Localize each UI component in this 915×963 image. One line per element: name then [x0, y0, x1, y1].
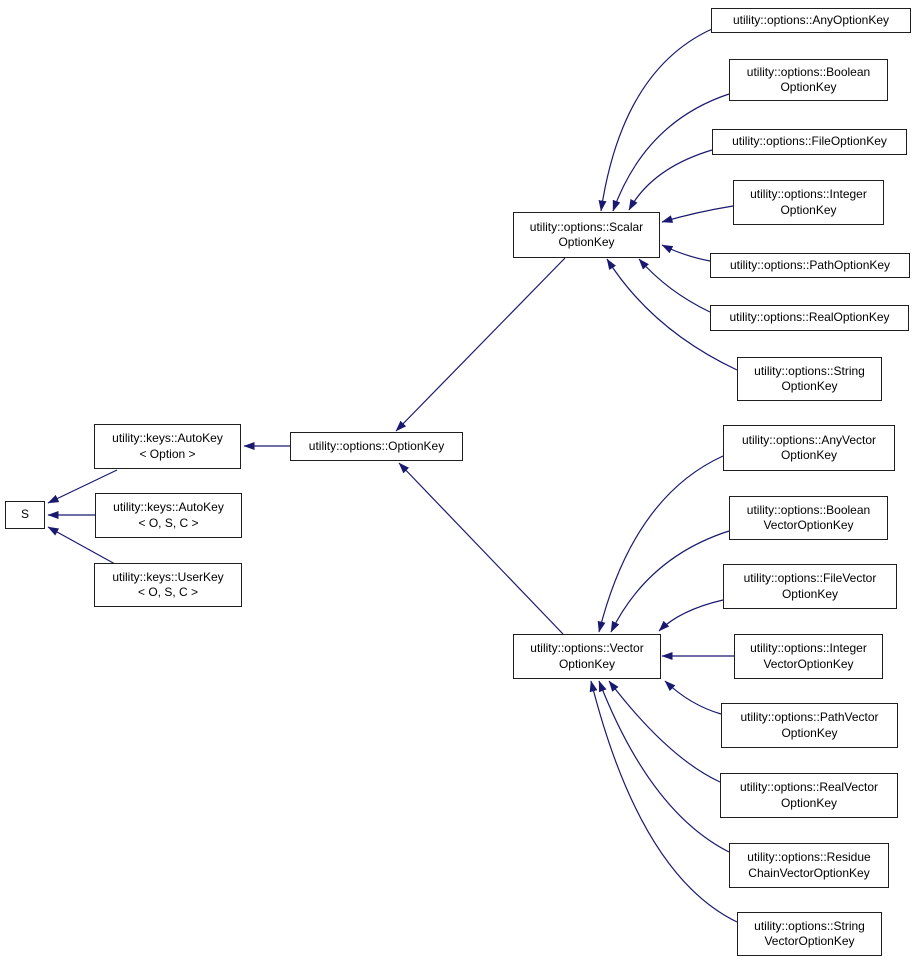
edge-real-to-scalar — [638, 258, 711, 313]
node-file-optionkey[interactable]: utility::options::FileOptionKey — [712, 129, 907, 155]
node-optionkey[interactable]: utility::options::OptionKey — [290, 432, 463, 461]
edge-file-to-scalar — [628, 149, 713, 211]
edge-string-vector-to-vector — [589, 680, 738, 923]
edge-path-to-scalar — [661, 244, 711, 262]
edge-residue-chain-vector-to-vector — [598, 680, 730, 853]
edge-vector-to-optionkey — [398, 462, 564, 635]
edge-userkey-osc-to-s — [47, 526, 116, 565]
edge-path-vector-to-vector — [664, 680, 722, 715]
node-boolean-vector-optionkey[interactable]: utility::options::Boolean VectorOptionKe… — [729, 496, 888, 540]
edge-boolean-to-scalar — [612, 93, 730, 212]
node-file-vector-optionkey[interactable]: utility::options::FileVector OptionKey — [723, 564, 897, 609]
node-string-optionkey[interactable]: utility::options::String OptionKey — [737, 357, 882, 401]
node-autokey-osc[interactable]: utility::keys::AutoKey < O, S, C > — [95, 493, 242, 538]
node-path-vector-optionkey[interactable]: utility::options::PathVector OptionKey — [721, 703, 898, 748]
node-scalar-optionkey[interactable]: utility::options::Scalar OptionKey — [513, 212, 660, 258]
node-integer-optionkey[interactable]: utility::options::Integer OptionKey — [733, 180, 884, 225]
node-s[interactable]: S — [5, 501, 45, 529]
node-any-vector-optionkey[interactable]: utility::options::AnyVector OptionKey — [723, 425, 895, 471]
node-autokey-option[interactable]: utility::keys::AutoKey < Option > — [94, 424, 241, 469]
node-userkey-osc[interactable]: utility::keys::UserKey < O, S, C > — [94, 563, 242, 607]
node-path-optionkey[interactable]: utility::options::PathOptionKey — [710, 253, 910, 278]
node-string-vector-optionkey[interactable]: utility::options::String VectorOptionKey — [737, 912, 882, 956]
edge-real-vector-to-vector — [608, 680, 721, 783]
edge-integer-to-scalar — [661, 205, 734, 223]
node-real-vector-optionkey[interactable]: utility::options::RealVector OptionKey — [720, 773, 898, 818]
edge-any-to-scalar — [598, 28, 713, 212]
node-vector-optionkey[interactable]: utility::options::Vector OptionKey — [513, 634, 661, 679]
node-boolean-optionkey[interactable]: utility::options::Boolean OptionKey — [729, 59, 888, 101]
node-integer-vector-optionkey[interactable]: utility::options::Integer VectorOptionKe… — [734, 634, 883, 679]
edge-any-vector-to-vector — [597, 455, 724, 633]
node-any-optionkey[interactable]: utility::options::AnyOptionKey — [711, 8, 911, 33]
edge-autokey-option-to-s — [47, 469, 118, 504]
node-residue-chain-vector-optionkey[interactable]: utility::options::Residue ChainVectorOpt… — [729, 843, 889, 888]
edge-string-to-scalar — [606, 258, 738, 371]
edge-boolean-vector-to-vector — [610, 530, 730, 633]
edge-file-vector-to-vector — [658, 599, 724, 632]
edge-scalar-to-optionkey — [395, 257, 566, 432]
node-real-optionkey[interactable]: utility::options::RealOptionKey — [710, 305, 909, 331]
